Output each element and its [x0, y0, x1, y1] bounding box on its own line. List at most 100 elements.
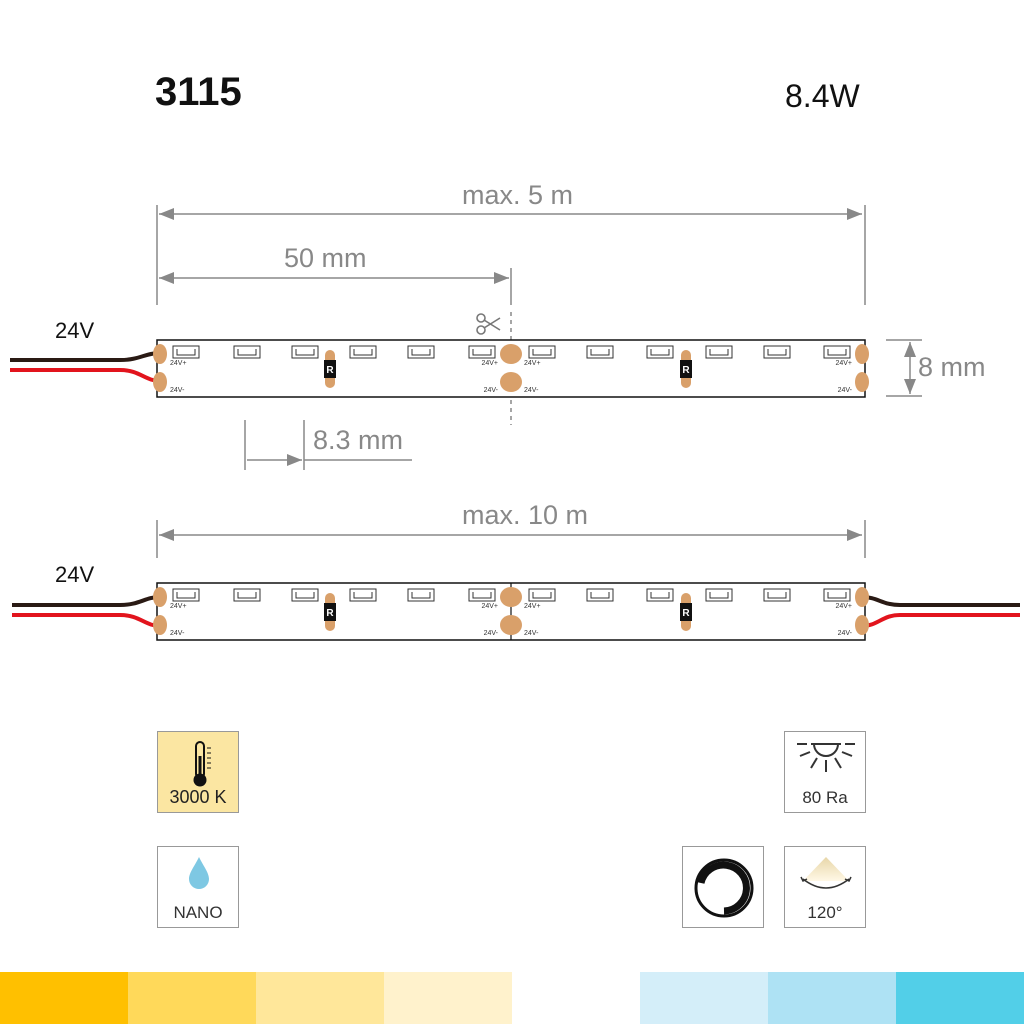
pad-label: 24V+ [524, 603, 541, 610]
model-number: 3115 [155, 70, 242, 114]
color-band-segment [768, 972, 896, 1024]
max-run-single-label: max. 5 m [462, 180, 574, 210]
pad-label: 24V- [524, 630, 539, 637]
solder-pad [153, 615, 167, 635]
led-chip [646, 345, 674, 359]
pad-label: 24V+ [835, 360, 852, 367]
max-run-double-label: max. 10 m [462, 500, 589, 530]
color-band-segment [640, 972, 768, 1024]
beam-angle-label: 120° [807, 903, 843, 922]
solder-pad [153, 372, 167, 392]
solder-pad [500, 372, 522, 392]
voltage-label-2: 24V [55, 562, 95, 587]
led-chip [528, 345, 556, 359]
led-chip [407, 345, 435, 359]
width-label: 8 mm [918, 352, 986, 382]
beam-angle-badge: 120° [784, 846, 866, 928]
pad-label: 24V+ [524, 360, 541, 367]
solder-pad [500, 615, 522, 635]
solder-pad [500, 344, 522, 364]
voltage-label-1: 24V [55, 318, 95, 343]
solder-pad [855, 344, 869, 364]
pad-label: 24V- [838, 387, 853, 394]
pad-label: 24V+ [170, 360, 187, 367]
pad-label: 24V- [838, 630, 853, 637]
color-band-segment [128, 972, 256, 1024]
protection-badge: NANO [157, 846, 239, 928]
pad-label: 24V+ [835, 603, 852, 610]
led-strip-single: R R 24V+ 24V- 24V+ 24V- 24V+ 24V- 24V+ 24V- [153, 339, 869, 398]
color-band-segment [384, 972, 512, 1024]
input-wires-1 [10, 351, 161, 383]
led-chip [291, 345, 319, 359]
color-band-segment [256, 972, 384, 1024]
color-band-segment [512, 972, 640, 1024]
led-chip [528, 588, 556, 602]
led-chip [823, 345, 851, 359]
led-strip-double: R R 24V+ 24V- 24V+ 24V- 24V+ 24V- 24V+ 24V- [153, 582, 869, 641]
solder-pad [153, 587, 167, 607]
output-wires-2 [861, 595, 1020, 628]
resistor-label: R [682, 608, 690, 619]
thermometer-icon [193, 741, 211, 787]
color-temp-badge: 3000 K [157, 731, 239, 813]
pad-label: 24V+ [481, 360, 498, 367]
pad-label: 24V- [170, 630, 185, 637]
protection-label: NANO [173, 903, 223, 922]
resistor: R [324, 593, 336, 631]
solder-pad [855, 372, 869, 392]
pad-label: 24V- [484, 387, 499, 394]
led-chip [468, 345, 496, 359]
led-chip [763, 345, 791, 359]
resistor: R [324, 350, 336, 388]
resistor-label: R [326, 365, 334, 376]
beam-angle-icon [800, 857, 852, 889]
led-chip [823, 588, 851, 602]
input-wires-2 [12, 595, 161, 628]
solder-pad [500, 587, 522, 607]
color-band-segment [896, 972, 1024, 1024]
water-drop-icon [189, 857, 209, 889]
solder-pad [855, 587, 869, 607]
pad-label: 24V+ [481, 603, 498, 610]
pad-label: 24V- [524, 387, 539, 394]
led-chip [172, 345, 200, 359]
resistor: R [680, 593, 692, 631]
led-chip [407, 588, 435, 602]
power-rating: 8.4W [785, 78, 860, 114]
led-chip [349, 588, 377, 602]
pad-label: 24V- [484, 630, 499, 637]
led-chip [233, 588, 261, 602]
cri-badge: 80 Ra [784, 731, 866, 813]
led-chip [233, 345, 261, 359]
led-chip [586, 588, 614, 602]
led-pitch-label: 8.3 mm [313, 425, 404, 455]
led-chip [468, 588, 496, 602]
segment-length-label: 50 mm [284, 243, 367, 273]
resistor-label: R [682, 365, 690, 376]
led-chip [646, 588, 674, 602]
led-chip [763, 588, 791, 602]
led-chip [586, 345, 614, 359]
dimmer-icon [694, 858, 754, 918]
resistor: R [680, 350, 692, 388]
dimension-lines [156, 205, 922, 558]
led-chip [705, 345, 733, 359]
solder-pad [855, 615, 869, 635]
sun-icon [797, 743, 855, 772]
cri-label: 80 Ra [802, 788, 848, 807]
pad-label: 24V+ [170, 603, 187, 610]
led-chip [349, 345, 377, 359]
color-temp-label: 3000 K [169, 787, 227, 807]
pad-label: 24V- [170, 387, 185, 394]
led-chip [291, 588, 319, 602]
color-temperature-band [0, 972, 1024, 1024]
scissors-icon [476, 313, 501, 335]
dimmable-badge [682, 846, 764, 928]
solder-pad [153, 344, 167, 364]
color-band-segment [0, 972, 128, 1024]
resistor-label: R [326, 608, 334, 619]
led-chip [705, 588, 733, 602]
led-chip [172, 588, 200, 602]
